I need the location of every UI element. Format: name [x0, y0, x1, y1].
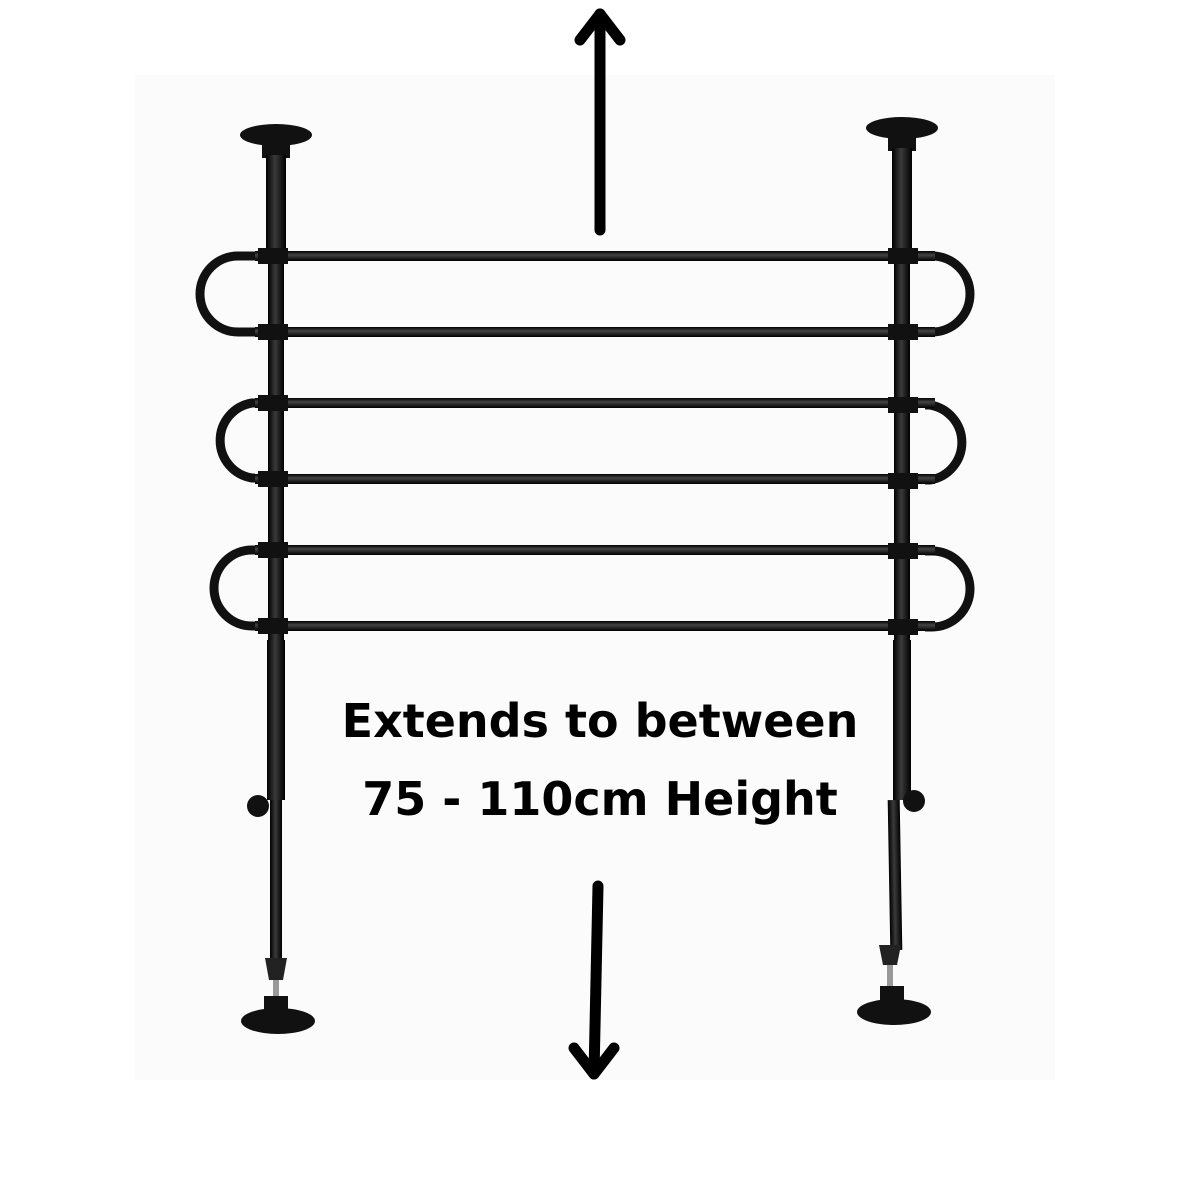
height-caption-line-1: Extends to between — [341, 694, 859, 748]
guard-loop-1 — [195, 248, 975, 340]
top-right-suction-cup — [866, 117, 938, 151]
right-adjust-knob — [903, 790, 925, 812]
bottom-left-foot — [241, 996, 315, 1034]
left-pole — [265, 155, 287, 998]
up-arrow-icon — [574, 8, 626, 236]
guard-loop-2 — [215, 395, 967, 489]
bottom-right-foot — [857, 986, 931, 1025]
guard-loop-3 — [209, 542, 975, 635]
right-pole — [879, 148, 912, 987]
top-left-suction-cup — [240, 124, 312, 158]
left-adjust-knob — [247, 795, 269, 817]
height-caption-line-2: 75 - 110cm Height — [362, 772, 838, 826]
down-arrow-icon — [568, 880, 620, 1080]
